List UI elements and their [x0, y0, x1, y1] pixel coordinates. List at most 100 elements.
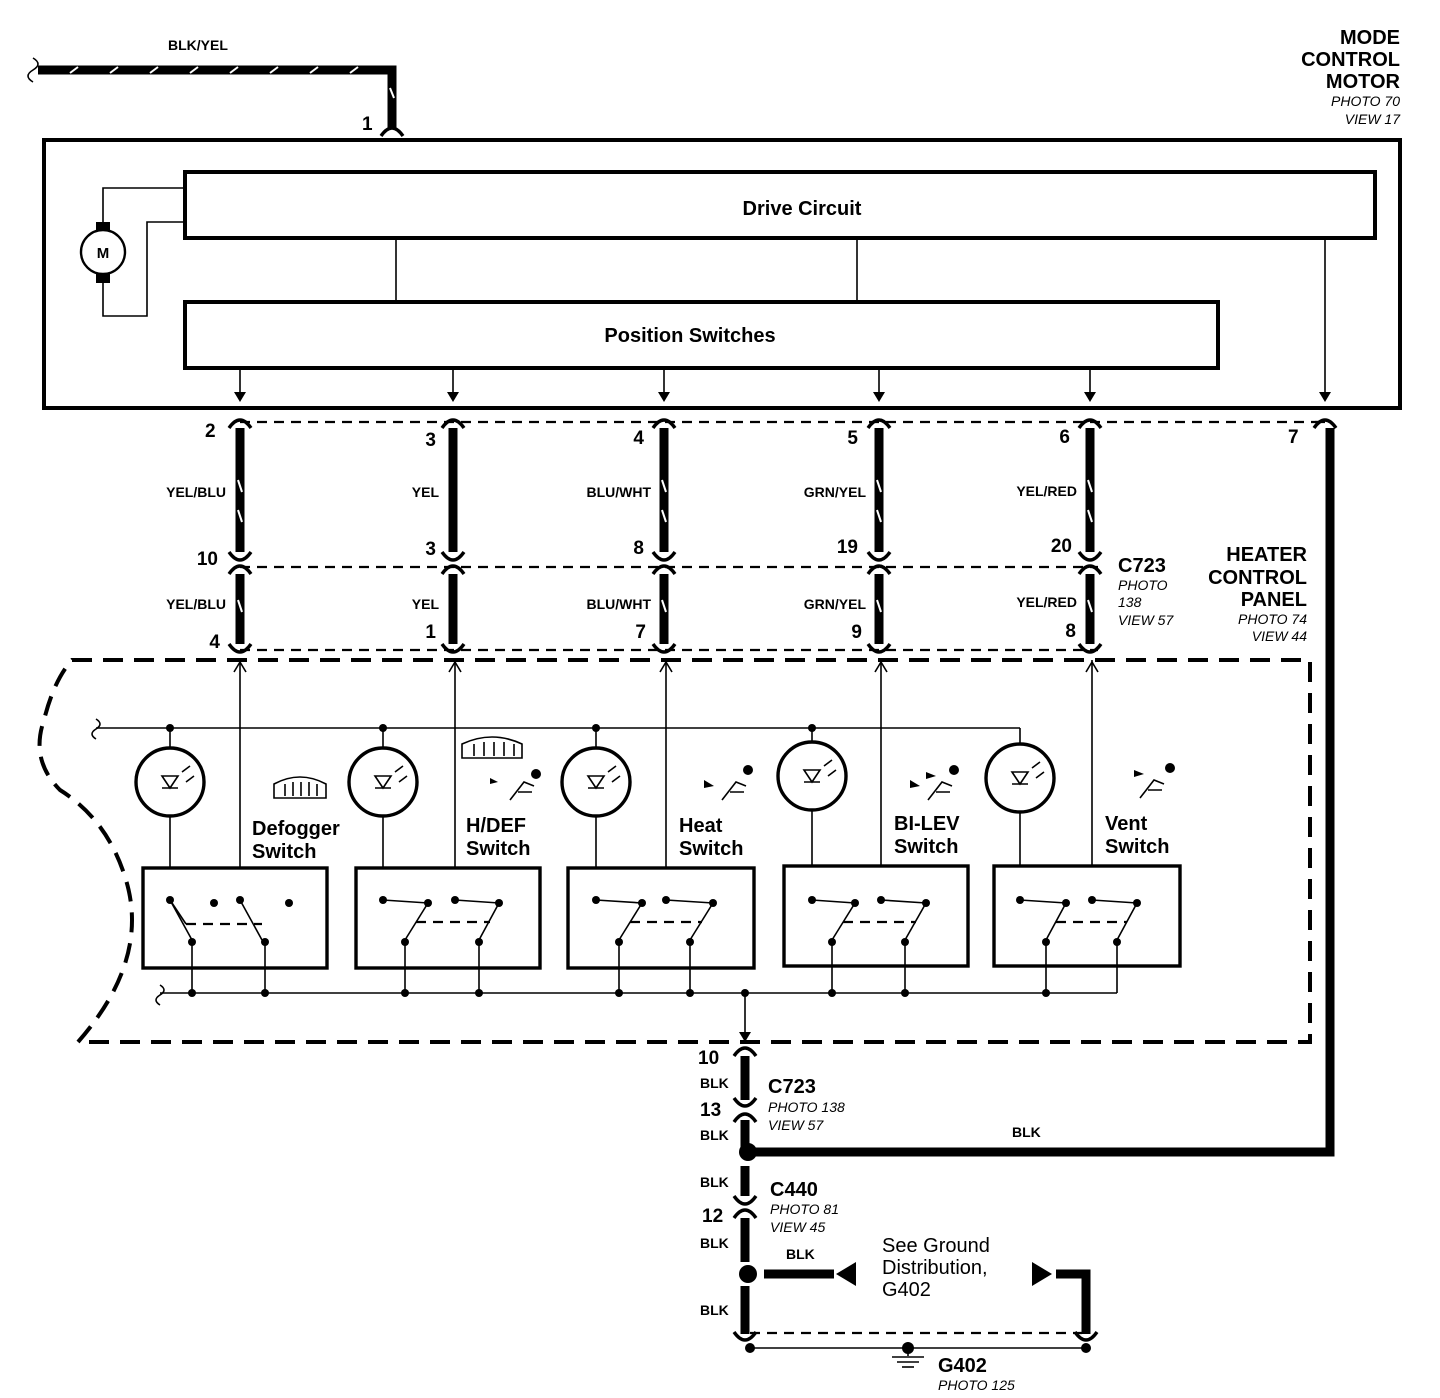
motor-pin-7-wire: [752, 418, 1338, 1157]
svg-text:M: M: [97, 245, 110, 262]
svg-text:See Ground: See Ground: [882, 1235, 990, 1257]
h-def-switch: [347, 728, 542, 993]
svg-text:10: 10: [197, 549, 218, 570]
vent-switch: [984, 728, 1182, 993]
svg-text:CONTROL: CONTROL: [1301, 49, 1400, 71]
motor-pin-7-label: 7: [1288, 427, 1299, 448]
indicator-led-icon: [560, 746, 632, 818]
svg-text:PHOTO 138: PHOTO 138: [768, 1099, 845, 1115]
svg-text:C440: C440: [770, 1179, 818, 1201]
bi-lev-switch-label-1: BI-LEV: [894, 813, 960, 835]
svg-text:5: 5: [847, 428, 858, 449]
indicator-led-icon: [347, 746, 419, 818]
svg-text:G402: G402: [882, 1279, 931, 1301]
svg-text:1: 1: [425, 622, 436, 643]
bi-lev-switch-label-2: Switch: [894, 836, 958, 858]
see-ground-distribution-note: See Ground Distribution, G402: [882, 1235, 990, 1301]
svg-text:YEL: YEL: [412, 596, 440, 612]
heat-defrost-icon: [461, 736, 541, 801]
position-switch-outputs: [234, 368, 1096, 402]
svg-text:8: 8: [1065, 621, 1076, 642]
svg-text:VIEW 17: VIEW 17: [1345, 111, 1401, 127]
vent-switch-label-1: Vent: [1105, 813, 1148, 835]
svg-text:20: 20: [1051, 536, 1072, 557]
svg-text:BLK: BLK: [700, 1302, 729, 1318]
heater-control-panel-title: HEATER CONTROL PANEL PHOTO 74 VIEW 44: [1208, 544, 1307, 644]
ground-path: [732, 1046, 1099, 1368]
svg-text:BLU/WHT: BLU/WHT: [586, 596, 651, 612]
indicator-led-icon: [776, 740, 848, 812]
h-def-switch-label-2: Switch: [466, 838, 530, 860]
panel-input-arrows: [233, 660, 1099, 900]
ground-path-labels: 10 BLK 13 BLK BLK BLK 12 BLK BLK BLK: [698, 1048, 1041, 1318]
svg-text:G402: G402: [938, 1355, 987, 1377]
svg-text:YEL/RED: YEL/RED: [1016, 594, 1077, 610]
heat-switch: [560, 728, 756, 993]
svg-text:12: 12: [702, 1206, 723, 1227]
floor-heat-icon: [704, 765, 753, 801]
svg-text:PHOTO: PHOTO: [1118, 577, 1168, 593]
svg-text:3: 3: [425, 539, 436, 560]
svg-text:8: 8: [633, 538, 644, 559]
svg-text:138: 138: [1118, 594, 1142, 610]
top-wire-color-label: BLK/YEL: [168, 37, 228, 53]
svg-text:VIEW 44: VIEW 44: [1252, 628, 1307, 644]
svg-text:3: 3: [425, 430, 436, 451]
motor-title: MODE CONTROL MOTOR PHOTO 70 VIEW 17: [1301, 27, 1401, 127]
svg-text:VIEW 45: VIEW 45: [770, 1219, 825, 1235]
svg-text:13: 13: [700, 1100, 721, 1121]
position-switches-label: Position Switches: [604, 325, 775, 347]
ground-bus: [155, 984, 1117, 1042]
defogger-switch: [134, 728, 329, 993]
svg-text:6: 6: [1059, 427, 1070, 448]
vent-icon: [1134, 763, 1175, 799]
svg-text:YEL/BLU: YEL/BLU: [166, 484, 226, 500]
indicator-led-icon: [984, 742, 1056, 814]
svg-text:YEL/RED: YEL/RED: [1016, 483, 1077, 499]
svg-text:2: 2: [205, 421, 216, 442]
svg-text:BLK: BLK: [700, 1127, 729, 1143]
g402-ground-label: G402 PHOTO 125: [938, 1355, 1015, 1393]
c723-lower-connector-label: C723 PHOTO 138 VIEW 57: [768, 1076, 845, 1133]
motor-icon: M: [79, 187, 185, 317]
ground-symbol-icon: [892, 1342, 924, 1368]
h-def-switch-label-1: H/DEF: [466, 815, 526, 837]
svg-text:GRN/YEL: GRN/YEL: [804, 596, 867, 612]
drive-circuit-box: [183, 170, 1377, 240]
svg-text:HEATER: HEATER: [1226, 544, 1307, 566]
svg-text:PANEL: PANEL: [1241, 589, 1307, 611]
bi-lev-switch: [776, 728, 970, 993]
svg-text:C723: C723: [1118, 555, 1166, 577]
svg-text:9: 9: [851, 622, 862, 643]
vent-switch-label-2: Switch: [1105, 836, 1169, 858]
svg-text:BLK: BLK: [786, 1246, 815, 1262]
svg-text:BLK: BLK: [1012, 1124, 1041, 1140]
svg-text:PHOTO 125: PHOTO 125: [938, 1377, 1015, 1393]
svg-text:10: 10: [698, 1048, 719, 1069]
svg-text:BLU/WHT: BLU/WHT: [586, 484, 651, 500]
c440-connector-label: C440 PHOTO 81 VIEW 45: [770, 1179, 839, 1235]
c723-connector-label: C723 PHOTO 138 VIEW 57: [1118, 555, 1174, 628]
svg-text:BLK: BLK: [700, 1235, 729, 1251]
svg-text:MODE: MODE: [1340, 27, 1400, 49]
svg-text:19: 19: [837, 537, 858, 558]
svg-text:MOTOR: MOTOR: [1326, 71, 1401, 93]
indicator-led-icon: [134, 746, 206, 818]
svg-text:PHOTO 70: PHOTO 70: [1331, 93, 1400, 109]
svg-text:4: 4: [633, 428, 644, 449]
svg-text:C723: C723: [768, 1076, 816, 1098]
svg-text:GRN/YEL: GRN/YEL: [804, 484, 867, 500]
svg-text:VIEW 57: VIEW 57: [768, 1117, 824, 1133]
svg-text:BLK: BLK: [700, 1174, 729, 1190]
defogger-switch-label-2: Switch: [252, 841, 316, 863]
continuation-squiggle-icon: [27, 57, 39, 83]
heat-switch-label-2: Switch: [679, 838, 743, 860]
circuit-labels: 2 YEL/BLU 10 YEL/BLU 4 3 YEL 3 YEL 1 4 B…: [166, 421, 1077, 653]
svg-text:CONTROL: CONTROL: [1208, 567, 1307, 589]
bi-level-icon: [910, 765, 959, 801]
svg-text:VIEW 57: VIEW 57: [1118, 612, 1174, 628]
svg-text:7: 7: [635, 622, 646, 643]
drive-circuit-label: Drive Circuit: [743, 198, 862, 220]
svg-text:YEL: YEL: [412, 484, 440, 500]
